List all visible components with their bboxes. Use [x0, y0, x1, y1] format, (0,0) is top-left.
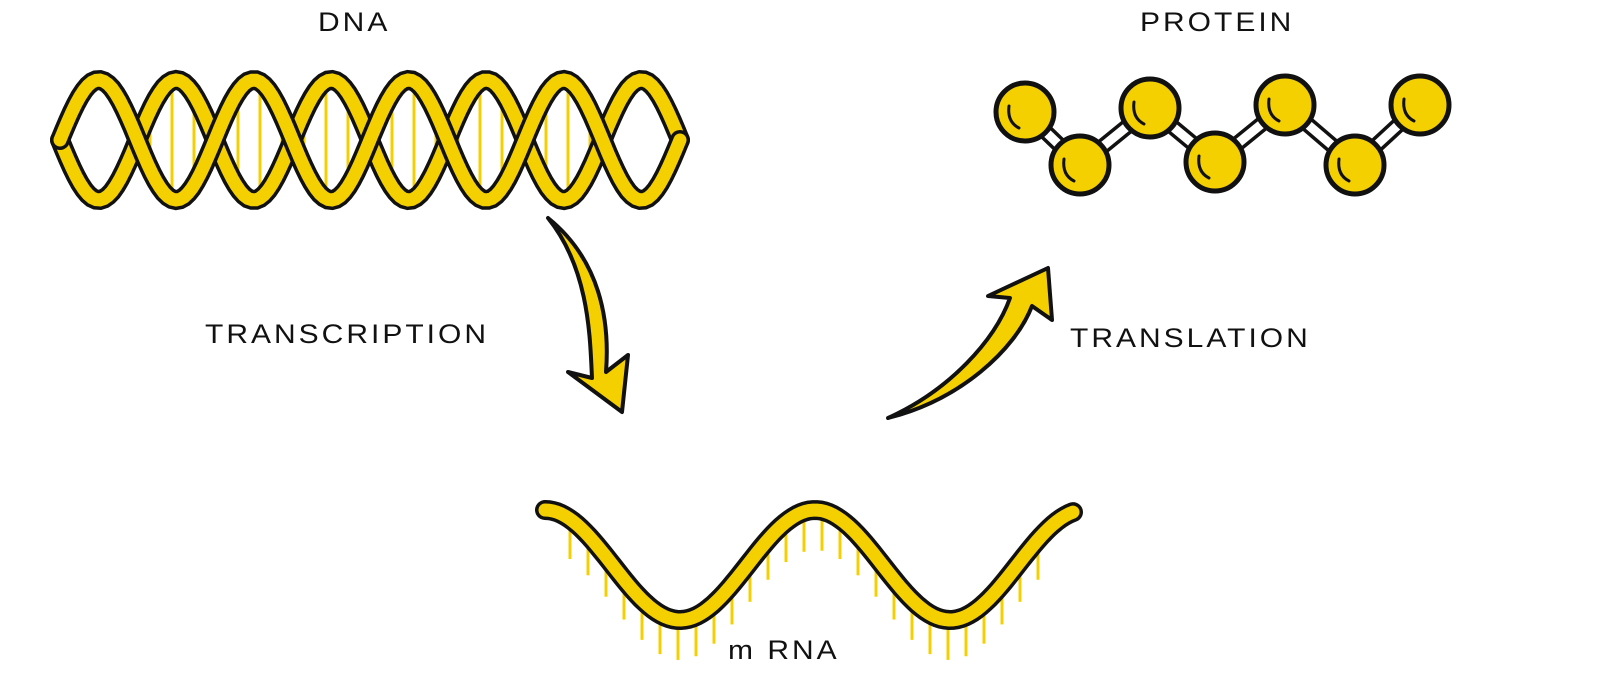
dna-label: DNA [318, 7, 391, 38]
amino-acid-bead [993, 80, 1057, 144]
bead-highlight [1197, 154, 1211, 180]
mrna-ribbon [538, 503, 1080, 627]
amino-acid-bead [1118, 76, 1182, 140]
dna-strand [53, 73, 687, 207]
protein-chain [993, 73, 1452, 197]
bead-highlight [1132, 100, 1146, 126]
mrna-strand [535, 500, 1083, 660]
mrna-label: m RNA [728, 635, 840, 666]
bead-highlight [1267, 97, 1281, 123]
bead-highlight [1337, 157, 1351, 183]
amino-acid-bead [1388, 73, 1452, 137]
protein-label: PROTEIN [1140, 7, 1295, 38]
translation-arrow [886, 266, 1054, 420]
dna-double-helix [50, 69, 690, 211]
amino-acid-bead [1253, 73, 1317, 137]
amino-acid-bead [1048, 133, 1112, 197]
translation-label: TRANSLATION [1070, 323, 1311, 354]
bead-highlight [1062, 157, 1076, 183]
transcription-arrow [546, 216, 630, 414]
bead-highlight [1402, 97, 1416, 123]
amino-acid-bead [1323, 133, 1387, 197]
transcription-label: TRANSCRIPTION [205, 319, 490, 350]
bead-highlight [1007, 104, 1021, 130]
amino-acid-bead [1183, 130, 1247, 194]
